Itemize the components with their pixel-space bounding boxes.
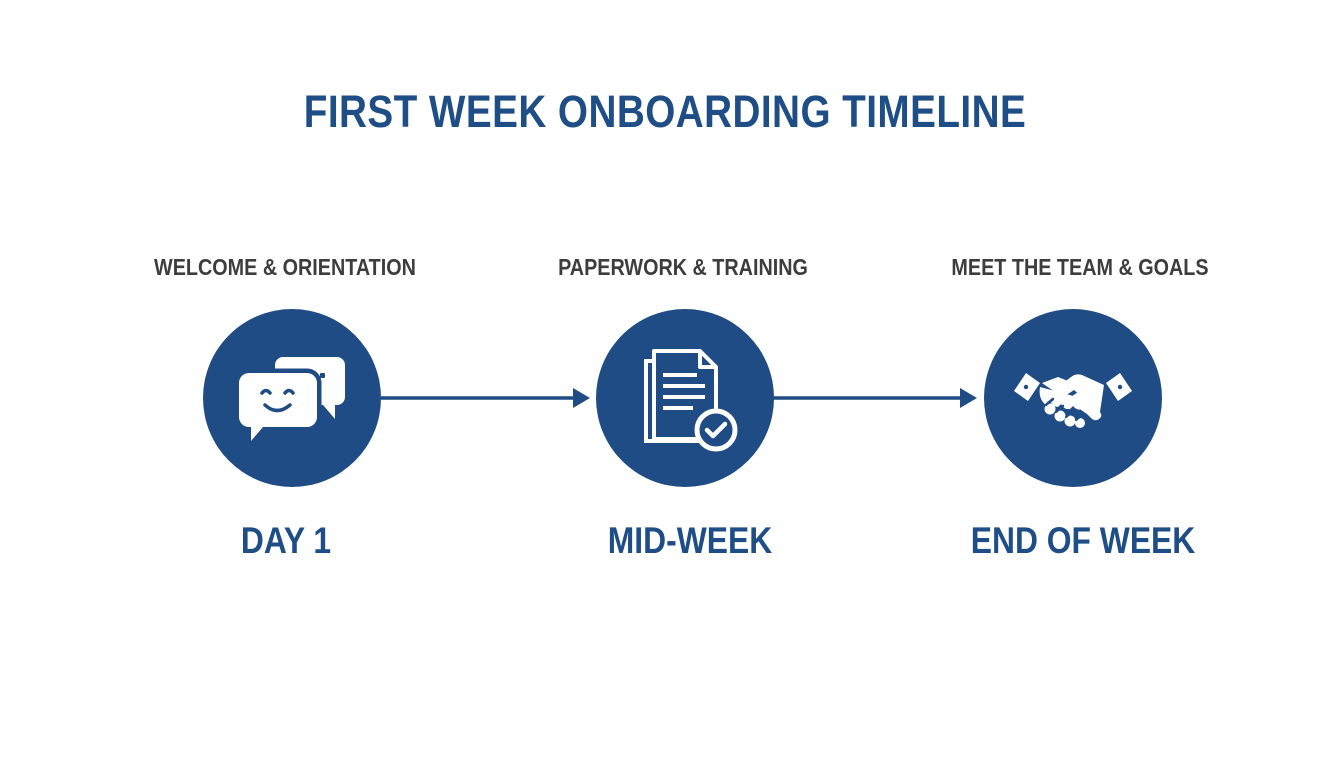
stage-3-label: MEET THE TEAM & GOALS: [951, 254, 1209, 280]
connector-1-2: [381, 388, 590, 408]
stage-3-time: END OF WEEK: [970, 520, 1196, 561]
connector-2-3: [773, 388, 977, 408]
chat-bubbles-icon: [234, 357, 345, 454]
handshake-icon: [1014, 373, 1132, 428]
stage-2-node: [596, 309, 774, 487]
stage-2-label: PAPERWORK & TRAINING: [558, 254, 808, 280]
document-check-icon: [644, 349, 738, 452]
stage-3-node: [984, 309, 1162, 487]
stage-1-label: WELCOME & ORIENTATION: [154, 254, 416, 280]
stage-1-time: DAY 1: [240, 520, 332, 561]
stage-1-node: [203, 309, 381, 487]
diagram-title: FIRST WEEK ONBOARDING TIMELINE: [303, 86, 1027, 137]
stage-2-time: MID-WEEK: [607, 520, 773, 561]
